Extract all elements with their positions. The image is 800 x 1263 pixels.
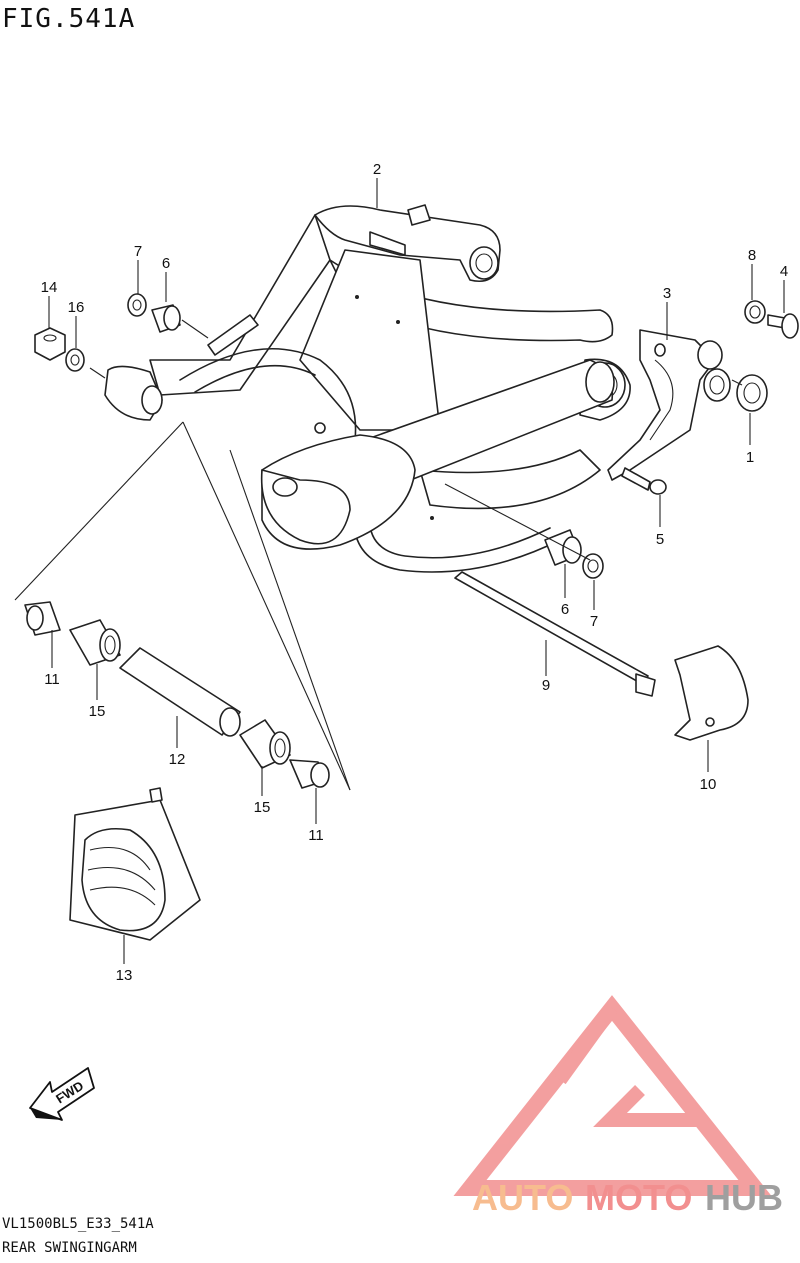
logo-word-auto: AUTO bbox=[472, 1177, 573, 1218]
cover-10 bbox=[674, 645, 749, 741]
bolt-4 bbox=[767, 313, 799, 339]
callout-2: 2 bbox=[373, 161, 381, 178]
callout-11-left: 11 bbox=[44, 671, 60, 688]
callout-4: 4 bbox=[780, 263, 788, 280]
callout-12: 12 bbox=[169, 751, 186, 768]
bearing-15-left bbox=[69, 619, 121, 666]
seal-7-upper bbox=[127, 293, 147, 317]
callout-1: 1 bbox=[746, 449, 754, 466]
callout-9: 9 bbox=[542, 677, 550, 694]
callout-6-upper: 6 bbox=[162, 255, 170, 272]
logo-word-moto: MOTO bbox=[585, 1177, 692, 1218]
callout-13: 13 bbox=[116, 967, 133, 984]
swingarm-frame bbox=[104, 204, 631, 573]
callout-3: 3 bbox=[663, 285, 671, 302]
callout-7-upper: 7 bbox=[134, 243, 142, 260]
callout-leaders bbox=[48, 178, 785, 964]
callout-16: 16 bbox=[68, 299, 85, 316]
bolt-5 bbox=[621, 467, 667, 495]
brake-torque-bracket bbox=[607, 329, 723, 481]
callout-11-right: 11 bbox=[308, 827, 324, 844]
nut-1 bbox=[703, 368, 768, 412]
collar-11-left bbox=[24, 601, 61, 636]
logo-word-hub: HUB bbox=[705, 1177, 783, 1218]
assembly-guide-lines bbox=[14, 319, 743, 791]
nut-14 bbox=[34, 327, 66, 361]
pivot-shaft-9 bbox=[454, 571, 656, 697]
washer-16 bbox=[65, 348, 85, 372]
callout-15-left: 15 bbox=[89, 703, 106, 720]
callout-5: 5 bbox=[656, 531, 664, 548]
boot-13 bbox=[69, 787, 201, 941]
callout-6-lower: 6 bbox=[561, 601, 569, 618]
figure-title: FIG.541A bbox=[2, 4, 136, 34]
spacer-12 bbox=[119, 647, 241, 737]
collar-11-right bbox=[289, 759, 330, 789]
model-code: VL1500BL5_E33_541A bbox=[2, 1216, 154, 1232]
callout-15-right: 15 bbox=[254, 799, 271, 816]
callout-labels: 2 7 6 14 16 8 4 3 1 5 6 7 9 10 11 15 12 … bbox=[41, 161, 789, 984]
callout-8: 8 bbox=[748, 247, 756, 264]
automotohub-logo: AUTO MOTO HUB bbox=[453, 995, 783, 1218]
bearing-6-upper bbox=[151, 304, 181, 333]
callout-14: 14 bbox=[41, 279, 58, 296]
figure-caption: REAR SWINGINGARM bbox=[2, 1240, 137, 1256]
cap-8 bbox=[744, 300, 766, 324]
fwd-arrow-icon: FWD bbox=[29, 1067, 95, 1121]
callout-10: 10 bbox=[700, 776, 717, 793]
bearing-6-lower bbox=[544, 529, 582, 566]
seal-7-lower bbox=[582, 553, 604, 579]
callout-7-lower: 7 bbox=[590, 613, 598, 630]
bearing-15-right bbox=[239, 719, 291, 769]
